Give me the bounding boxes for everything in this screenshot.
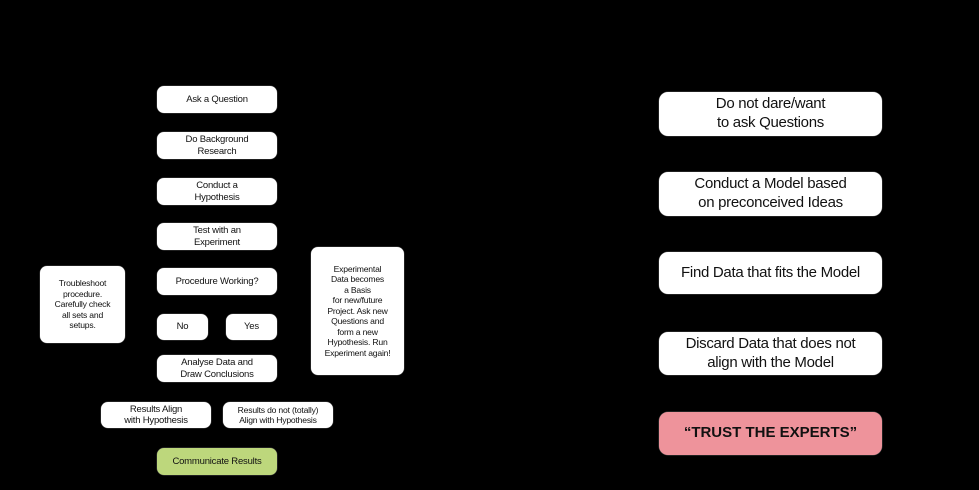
node-ask-a-question[interactable]: Ask a Question — [157, 86, 277, 113]
node-analyse-data-draw-conclusions[interactable]: Analyse Data and Draw Conclusions — [157, 355, 277, 382]
node-do-not-dare-want-to-ask-questions[interactable]: Do not dare/want to ask Questions — [659, 92, 882, 136]
node-find-data-that-fits-the-model[interactable]: Find Data that fits the Model — [659, 252, 882, 294]
node-procedure-working[interactable]: Procedure Working? — [157, 268, 277, 295]
node-troubleshoot-procedure[interactable]: Troubleshoot procedure. Carefully check … — [40, 266, 125, 343]
node-trust-the-experts[interactable]: “TRUST THE EXPERTS” — [659, 412, 882, 455]
node-answer-yes[interactable]: Yes — [226, 314, 277, 340]
node-results-align-with-hypothesis[interactable]: Results Align with Hypothesis — [101, 402, 211, 428]
node-communicate-results[interactable]: Communicate Results — [157, 448, 277, 475]
node-test-with-an-experiment[interactable]: Test with an Experiment — [157, 223, 277, 250]
node-experimental-data-becomes-basis[interactable]: Experimental Data becomes a Basis for ne… — [311, 247, 404, 375]
node-discard-data-not-aligned[interactable]: Discard Data that does not align with th… — [659, 332, 882, 375]
node-conduct-a-model-preconceived-ideas[interactable]: Conduct a Model based on preconceived Id… — [659, 172, 882, 216]
node-results-do-not-align-with-hypothesis[interactable]: Results do not (totally) Align with Hypo… — [223, 402, 333, 428]
node-answer-no[interactable]: No — [157, 314, 208, 340]
node-do-background-research[interactable]: Do Background Research — [157, 132, 277, 159]
node-conduct-a-hypothesis[interactable]: Conduct a Hypothesis — [157, 178, 277, 205]
